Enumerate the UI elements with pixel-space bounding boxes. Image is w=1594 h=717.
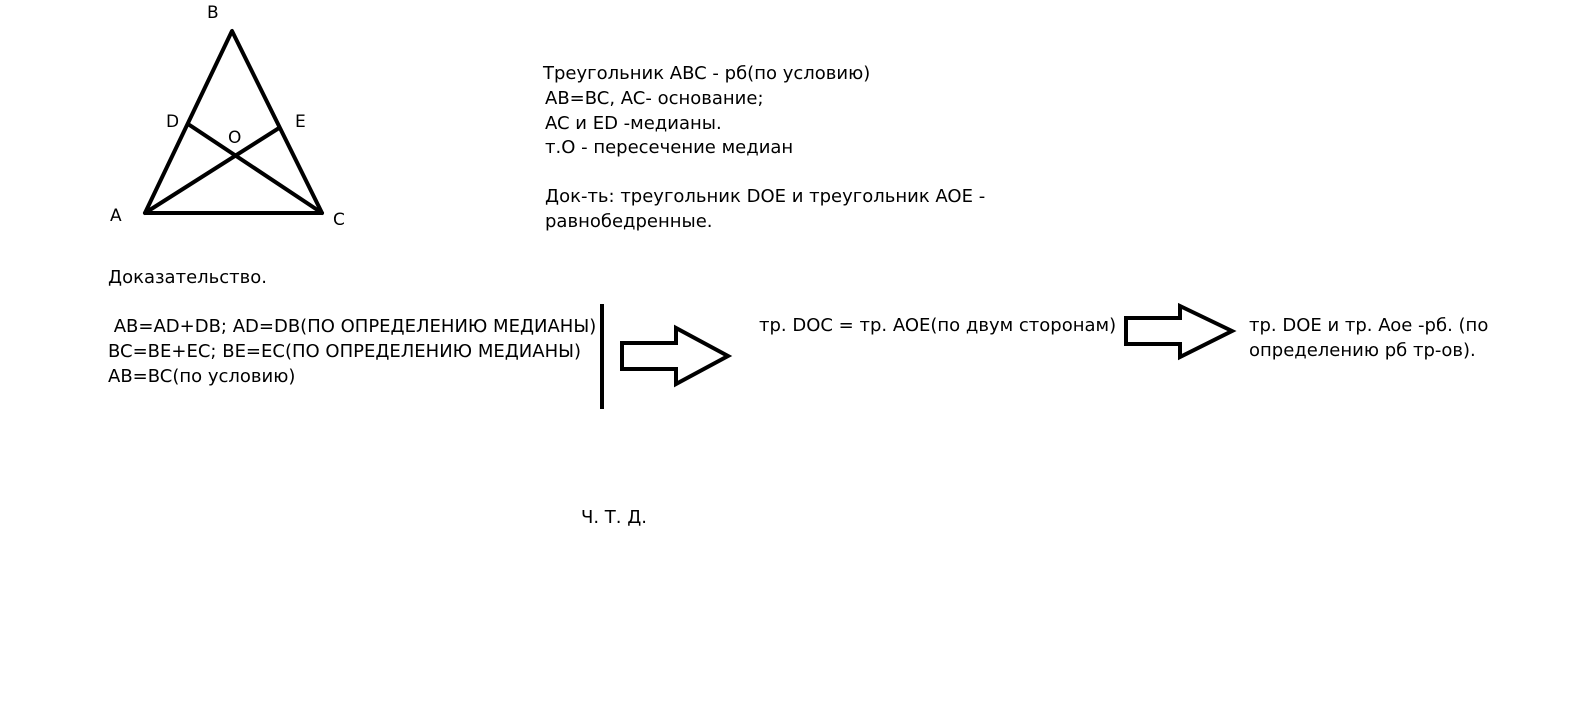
label-c: C [333, 210, 345, 230]
prove-line: Док-ть: треугольник DOE и треугольник AO… [545, 186, 986, 207]
given-line: AB=BC, AC- основание; [545, 88, 764, 109]
proof-line: AB=BC(по условию) [108, 366, 296, 387]
triangle-abc [143, 29, 324, 215]
label-o: O [228, 128, 242, 148]
median-cd [186, 122, 324, 215]
proof-line: AB=AD+DB; AD=DB(ПО ОПРЕДЕЛЕНИЮ МЕДИАНЫ) [108, 316, 597, 337]
label-d: D [166, 112, 180, 132]
proof-line: BC=BE+EC; BE=EC(ПО ОПРЕДЕЛЕНИЮ МЕДИАНЫ) [108, 341, 582, 362]
median-ae [143, 126, 281, 215]
proof-heading: Доказательство. [108, 267, 267, 288]
given-line: Треугольник ABC - рб(по условию) [543, 63, 871, 84]
given-line: т.О - пересечение медиан [545, 137, 794, 158]
label-a: A [110, 206, 122, 226]
label-e: E [295, 112, 306, 132]
conclusion-line: тр. DOE и тр. Aoe -рб. (по [1249, 315, 1489, 336]
qed-label: Ч. Т. Д. [581, 507, 648, 528]
prove-line: равнобедренные. [545, 211, 713, 232]
label-b: B [207, 3, 219, 23]
proof-step-1: тр. DOC = тр. AOE(по двум сторонам) [759, 315, 1117, 336]
arrow-right-1 [620, 324, 733, 388]
arrow-right-2 [1124, 302, 1237, 361]
given-line: AC и ED -медианы. [545, 113, 722, 134]
conclusion-line: определению рб тр-ов). [1249, 340, 1476, 361]
